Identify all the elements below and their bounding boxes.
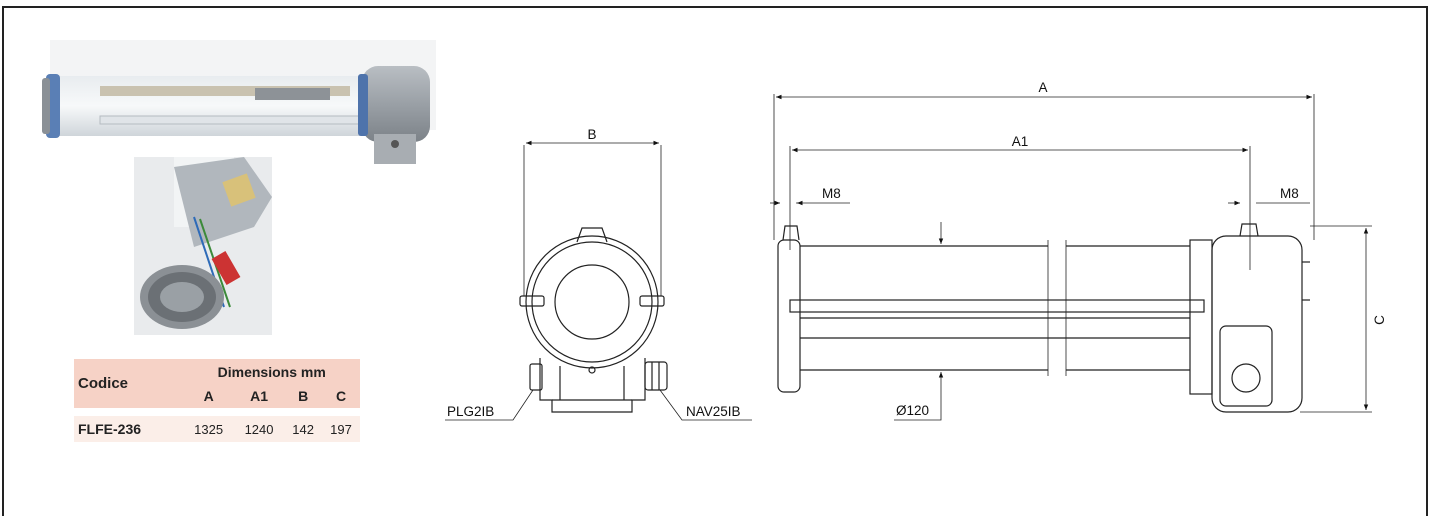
dimension-a-label: A bbox=[1038, 80, 1047, 95]
col-header-c: C bbox=[335, 388, 347, 404]
dimension-a1-label: A1 bbox=[1012, 134, 1029, 149]
page-frame bbox=[2, 6, 1428, 516]
gland-right-label: NAV25IB bbox=[686, 404, 741, 419]
dimension-b-label: B bbox=[587, 127, 596, 142]
thread-right-label: M8 bbox=[1280, 186, 1299, 201]
thread-left-label: M8 bbox=[822, 186, 841, 201]
row-value-a: 1325 bbox=[194, 421, 224, 437]
front-view bbox=[445, 140, 752, 421]
diameter-label: Ø120 bbox=[896, 403, 929, 418]
row-code: FLFE-236 bbox=[78, 421, 142, 437]
dimensions-header: Dimensions mm bbox=[217, 363, 326, 380]
gland-left-label: PLG2IB bbox=[447, 404, 494, 419]
product-photo-open-cap bbox=[134, 157, 272, 335]
col-header-a: A bbox=[203, 388, 214, 404]
row-value-b: 142 bbox=[292, 421, 314, 437]
dimensions-table: Codice Dimensions mm A A1 B C FLFE-236 1… bbox=[74, 359, 360, 442]
table-row: FLFE-236 1325 1240 142 197 bbox=[74, 416, 360, 442]
side-view bbox=[770, 94, 1372, 421]
col-header-a1: A1 bbox=[250, 388, 268, 404]
row-value-c: 197 bbox=[330, 421, 352, 437]
product-photo-tube bbox=[40, 38, 446, 166]
dimension-c-label: C bbox=[1372, 315, 1387, 325]
table-header-row: Codice Dimensions mm bbox=[74, 359, 360, 392]
codice-header: Codice bbox=[78, 375, 129, 392]
row-value-a1: 1240 bbox=[244, 421, 274, 437]
col-header-b: B bbox=[298, 388, 309, 404]
